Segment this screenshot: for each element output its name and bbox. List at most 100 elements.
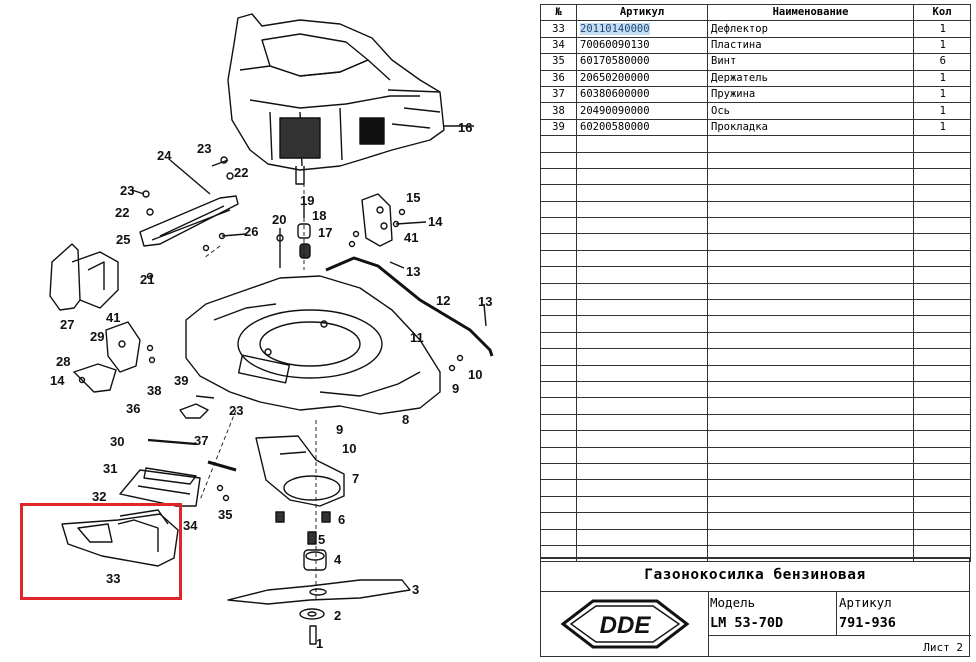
row-name [707, 397, 914, 415]
row-article [576, 315, 708, 333]
empty-row [540, 266, 971, 284]
row-qty [913, 380, 971, 399]
callout-29: 29 [90, 329, 104, 344]
callout-21: 21 [140, 272, 154, 287]
row-num [540, 348, 577, 366]
callout-10: 10 [342, 441, 356, 456]
empty-row [540, 184, 971, 202]
row-name [707, 380, 914, 399]
row-name [707, 528, 914, 546]
empty-row [540, 495, 971, 514]
row-qty [913, 184, 971, 202]
empty-row [540, 233, 971, 251]
row-qty [913, 479, 971, 497]
callout-14: 14 [50, 373, 65, 388]
row-article [576, 462, 708, 481]
row-qty [913, 233, 971, 251]
row-article [576, 233, 708, 251]
row-name [707, 135, 914, 153]
callout-36: 36 [126, 401, 140, 416]
row-num [540, 512, 577, 530]
row-qty [913, 282, 971, 301]
row-article [576, 512, 708, 530]
empty-row [540, 479, 971, 497]
row-article [576, 479, 708, 497]
row-num [540, 217, 577, 235]
row-name [707, 512, 914, 530]
callout-22: 22 [234, 165, 248, 180]
callout-41: 41 [106, 310, 120, 325]
row-name [707, 364, 914, 382]
callout-24: 24 [157, 148, 172, 163]
row-num: 38 [540, 102, 577, 120]
row-num [540, 167, 577, 186]
row-article [576, 364, 708, 382]
row-name [707, 479, 914, 497]
row-qty [913, 462, 971, 481]
empty-row [540, 167, 971, 186]
row-num [540, 413, 577, 432]
row-name [707, 462, 914, 481]
row-name [707, 200, 914, 219]
row-article: 70060090130 [576, 36, 708, 55]
callout-27: 27 [60, 317, 74, 332]
callout-25: 25 [116, 232, 130, 247]
row-qty: 1 [913, 118, 971, 137]
row-qty [913, 413, 971, 432]
row-num [540, 266, 577, 284]
row-num: 33 [540, 20, 577, 38]
row-num [540, 397, 577, 415]
callout-11: 11 [410, 330, 424, 345]
row-article [576, 397, 708, 415]
row-name [707, 348, 914, 366]
row-num: 34 [540, 36, 577, 55]
row-num [540, 299, 577, 317]
row-article [576, 200, 708, 219]
row-article [576, 167, 708, 186]
article-value: 791-936 [839, 615, 896, 631]
callout-19: 19 [300, 193, 314, 208]
empty-row [540, 462, 971, 481]
row-qty [913, 348, 971, 366]
row-qty [913, 167, 971, 186]
callout-8: 8 [402, 412, 409, 427]
empty-row [540, 348, 971, 366]
callout-39: 39 [174, 373, 188, 388]
row-name [707, 430, 914, 448]
row-num [540, 151, 577, 169]
empty-row [540, 364, 971, 382]
callout-22: 22 [115, 205, 129, 220]
callout-12: 12 [436, 293, 450, 308]
row-article [576, 135, 708, 153]
row-qty [913, 512, 971, 530]
row-num [540, 200, 577, 219]
callout-9: 9 [452, 381, 459, 396]
row-qty [913, 315, 971, 333]
selected-article-text: 20110140000 [580, 22, 650, 35]
row-num [540, 364, 577, 382]
row-qty [913, 446, 971, 464]
product-title: Газонокосилка бензиновая [541, 559, 969, 592]
row-num [540, 430, 577, 448]
row-article [576, 380, 708, 399]
empty-row [540, 135, 971, 153]
row-article [576, 413, 708, 432]
row-name [707, 413, 914, 432]
callout-10: 10 [468, 367, 482, 382]
row-qty: 1 [913, 69, 971, 87]
row-num [540, 249, 577, 268]
callout-18: 18 [312, 208, 326, 223]
row-name: Ось [707, 102, 914, 120]
row-qty: 1 [913, 20, 971, 38]
row-num [540, 495, 577, 514]
